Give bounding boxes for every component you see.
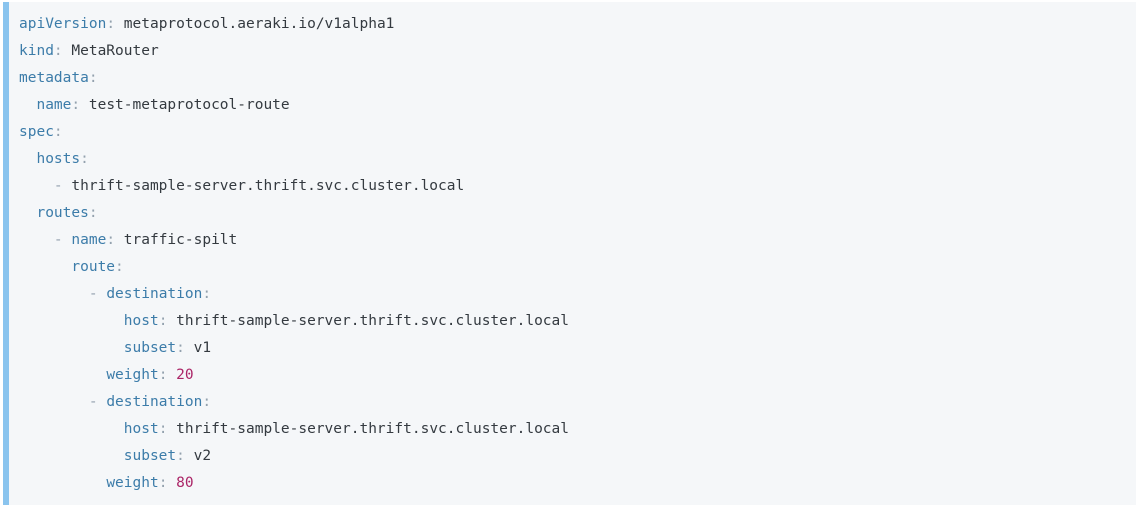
yaml-punctuation: : [202, 394, 212, 410]
code-line: - destination: [19, 281, 1122, 308]
yaml-indent [19, 448, 124, 464]
yaml-punctuation: : [158, 475, 168, 491]
yaml-value: metaprotocol.aeraki.io/v1alpha1 [115, 16, 395, 32]
yaml-key: routes [36, 205, 89, 221]
yaml-key: host [123, 313, 159, 329]
yaml-number: 20 [176, 367, 194, 383]
code-line: host: thrift-sample-server.thrift.svc.cl… [19, 308, 1122, 335]
yaml-key: subset [123, 448, 177, 464]
code-line: spec: [19, 119, 1122, 146]
yaml-indent [19, 313, 124, 329]
yaml-punctuation: : [53, 43, 63, 59]
code-line: apiVersion: metaprotocol.aeraki.io/v1alp… [19, 11, 1122, 38]
yaml-indent [98, 394, 107, 410]
yaml-key: hosts [36, 151, 81, 167]
yaml-punctuation: : [53, 124, 63, 140]
yaml-indent [19, 421, 124, 437]
code-line: subset: v2 [19, 443, 1122, 470]
yaml-value: thrift-sample-server.thrift.svc.cluster.… [167, 313, 569, 329]
yaml-indent [19, 340, 124, 356]
code-line: metadata: [19, 65, 1122, 92]
yaml-punctuation: : [158, 421, 168, 437]
yaml-indent [98, 286, 107, 302]
yaml-number: 80 [176, 475, 194, 491]
yaml-indent [19, 475, 106, 491]
yaml-punctuation: : [158, 313, 168, 329]
yaml-punctuation: : [202, 286, 212, 302]
yaml-key: route [71, 259, 116, 275]
code-line: - thrift-sample-server.thrift.svc.cluste… [19, 173, 1122, 200]
yaml-key: apiVersion [19, 16, 107, 32]
yaml-key: weight [106, 475, 159, 491]
yaml-key: destination [106, 394, 203, 410]
yaml-value: MetaRouter [62, 43, 159, 59]
yaml-key: weight [106, 367, 159, 383]
yaml-punctuation: - [88, 286, 98, 302]
yaml-key: subset [123, 340, 177, 356]
yaml-key: kind [19, 43, 54, 59]
yaml-punctuation: - [53, 178, 63, 194]
code-line: - name: traffic-spilt [19, 227, 1122, 254]
yaml-indent [19, 367, 106, 383]
yaml-punctuation: : [80, 151, 89, 167]
yaml-indent [19, 151, 36, 167]
yaml-punctuation: : [106, 232, 116, 248]
yaml-code: apiVersion: metaprotocol.aeraki.io/v1alp… [9, 2, 1136, 505]
yaml-indent [167, 367, 176, 383]
code-line: hosts: [19, 146, 1122, 173]
yaml-punctuation: : [158, 367, 168, 383]
code-line: subset: v1 [19, 335, 1122, 362]
yaml-indent [19, 97, 36, 113]
yaml-key: destination [106, 286, 203, 302]
yaml-punctuation: : [176, 340, 185, 356]
yaml-punctuation: : [71, 97, 81, 113]
yaml-indent [167, 475, 176, 491]
code-line: weight: 80 [19, 470, 1122, 497]
yaml-indent [19, 232, 54, 248]
yaml-indent [19, 394, 89, 410]
yaml-punctuation: : [176, 448, 185, 464]
code-line: route: [19, 254, 1122, 281]
yaml-indent [19, 259, 71, 275]
yaml-punctuation: - [53, 232, 63, 248]
code-line: routes: [19, 200, 1122, 227]
yaml-key: host [123, 421, 159, 437]
yaml-key: spec [19, 124, 54, 140]
yaml-value: v1 [184, 340, 212, 356]
yaml-value: thrift-sample-server.thrift.svc.cluster.… [167, 421, 569, 437]
yaml-punctuation: : [88, 70, 98, 86]
yaml-value: traffic-spilt [115, 232, 238, 248]
yaml-key: metadata [19, 70, 89, 86]
yaml-punctuation: - [88, 394, 98, 410]
yaml-value: test-metaprotocol-route [80, 97, 290, 113]
yaml-code-block: apiVersion: metaprotocol.aeraki.io/v1alp… [3, 2, 1136, 505]
yaml-punctuation: : [115, 259, 124, 275]
yaml-key: name [36, 97, 72, 113]
yaml-value: v2 [184, 448, 212, 464]
yaml-indent [19, 205, 36, 221]
docs-page: apiVersion: metaprotocol.aeraki.io/v1alp… [0, 2, 1143, 505]
code-line: - destination: [19, 389, 1122, 416]
yaml-indent [19, 286, 89, 302]
code-line: kind: MetaRouter [19, 38, 1122, 65]
yaml-indent [19, 178, 54, 194]
yaml-value: thrift-sample-server.thrift.svc.cluster.… [62, 178, 465, 194]
yaml-punctuation: : [106, 16, 116, 32]
code-line: name: test-metaprotocol-route [19, 92, 1122, 119]
yaml-punctuation: : [88, 205, 98, 221]
code-line: host: thrift-sample-server.thrift.svc.cl… [19, 416, 1122, 443]
code-line: weight: 20 [19, 362, 1122, 389]
yaml-key: name [71, 232, 107, 248]
